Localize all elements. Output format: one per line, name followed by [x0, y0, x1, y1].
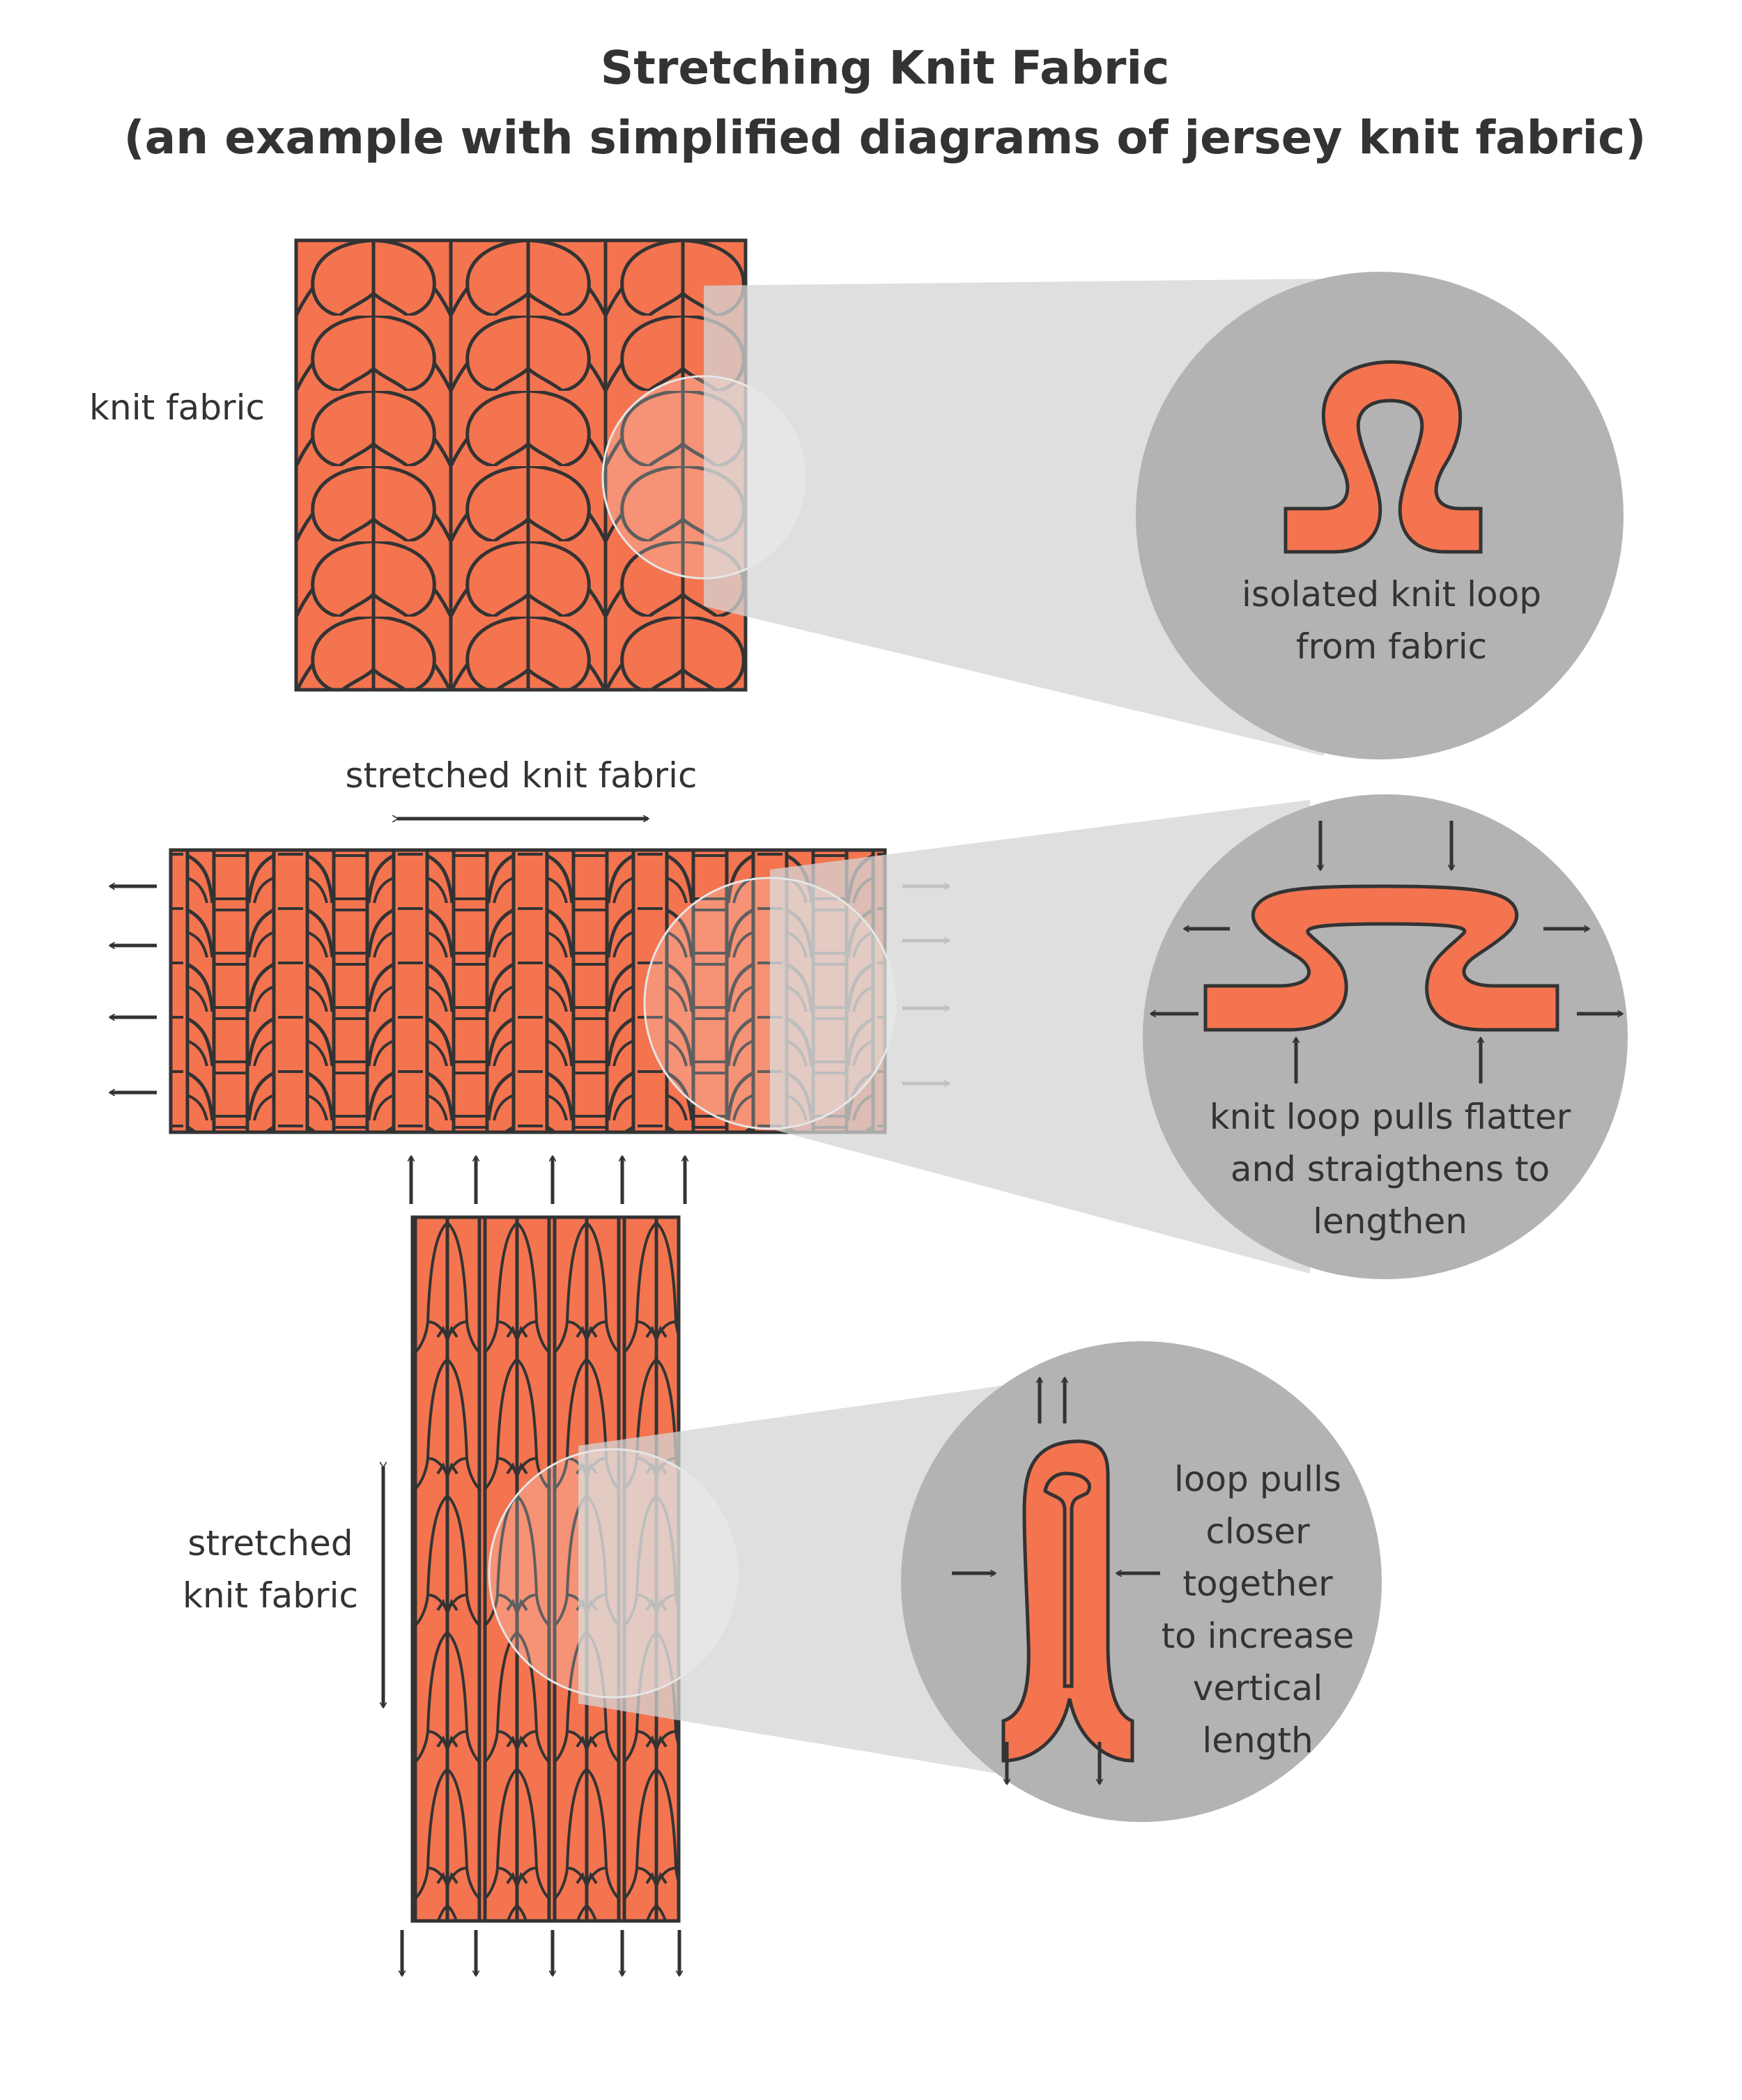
horizontal-stretch-label: stretched knit fabric — [345, 755, 697, 796]
zoom-lens-2 — [643, 877, 897, 1130]
knit-fabric-panel: knit fabric isolated knit loop from fabr… — [89, 238, 1624, 759]
zoom-lens-3 — [488, 1448, 739, 1699]
zoom-caption-2-line-2: and straigthens to — [1231, 1149, 1550, 1189]
title-line-1: Stretching Knit Fabric — [601, 41, 1169, 95]
isolated-knit-loop — [1284, 360, 1483, 554]
vertical-stretch-panel: stretched knit fabric loop pulls closer … — [183, 1157, 1382, 1975]
title-line-2: (an example with simplified diagrams of … — [124, 111, 1647, 164]
zoom-caption-3-line-6: length — [1202, 1720, 1313, 1761]
zoom-caption-3-line-4: to increase — [1162, 1616, 1355, 1656]
zoom-caption-3-line-5: vertical — [1193, 1668, 1323, 1708]
knit-fabric-label: knit fabric — [89, 387, 265, 428]
zoom-lens-1 — [601, 375, 806, 580]
horizontal-stretched-swatch — [169, 848, 887, 1134]
zoom-caption-3-line-3: together — [1182, 1564, 1333, 1604]
vertical-stretch-label-line-1: stretched — [187, 1523, 353, 1564]
zoom-caption-1-line-1: isolated knit loop — [1242, 574, 1541, 615]
vertical-stretch-label-line-2: knit fabric — [183, 1575, 358, 1616]
zoom-caption-3-line-2: closer — [1205, 1511, 1310, 1552]
zoom-caption-2-line-1: knit loop pulls flatter — [1210, 1097, 1571, 1137]
flattened-knit-loop — [1203, 884, 1559, 1032]
horizontal-stretch-panel: stretched knit fabric knit loop pulls fl… — [110, 755, 1628, 1279]
zoom-caption-3-line-1: loop pulls — [1174, 1459, 1341, 1499]
knit-fabric-swatch — [294, 238, 748, 692]
vertical-knit-loop — [1001, 1439, 1134, 1763]
zoom-caption-2-line-3: lengthen — [1313, 1201, 1467, 1242]
zoom-caption-1-line-2: from fabric — [1296, 626, 1487, 667]
